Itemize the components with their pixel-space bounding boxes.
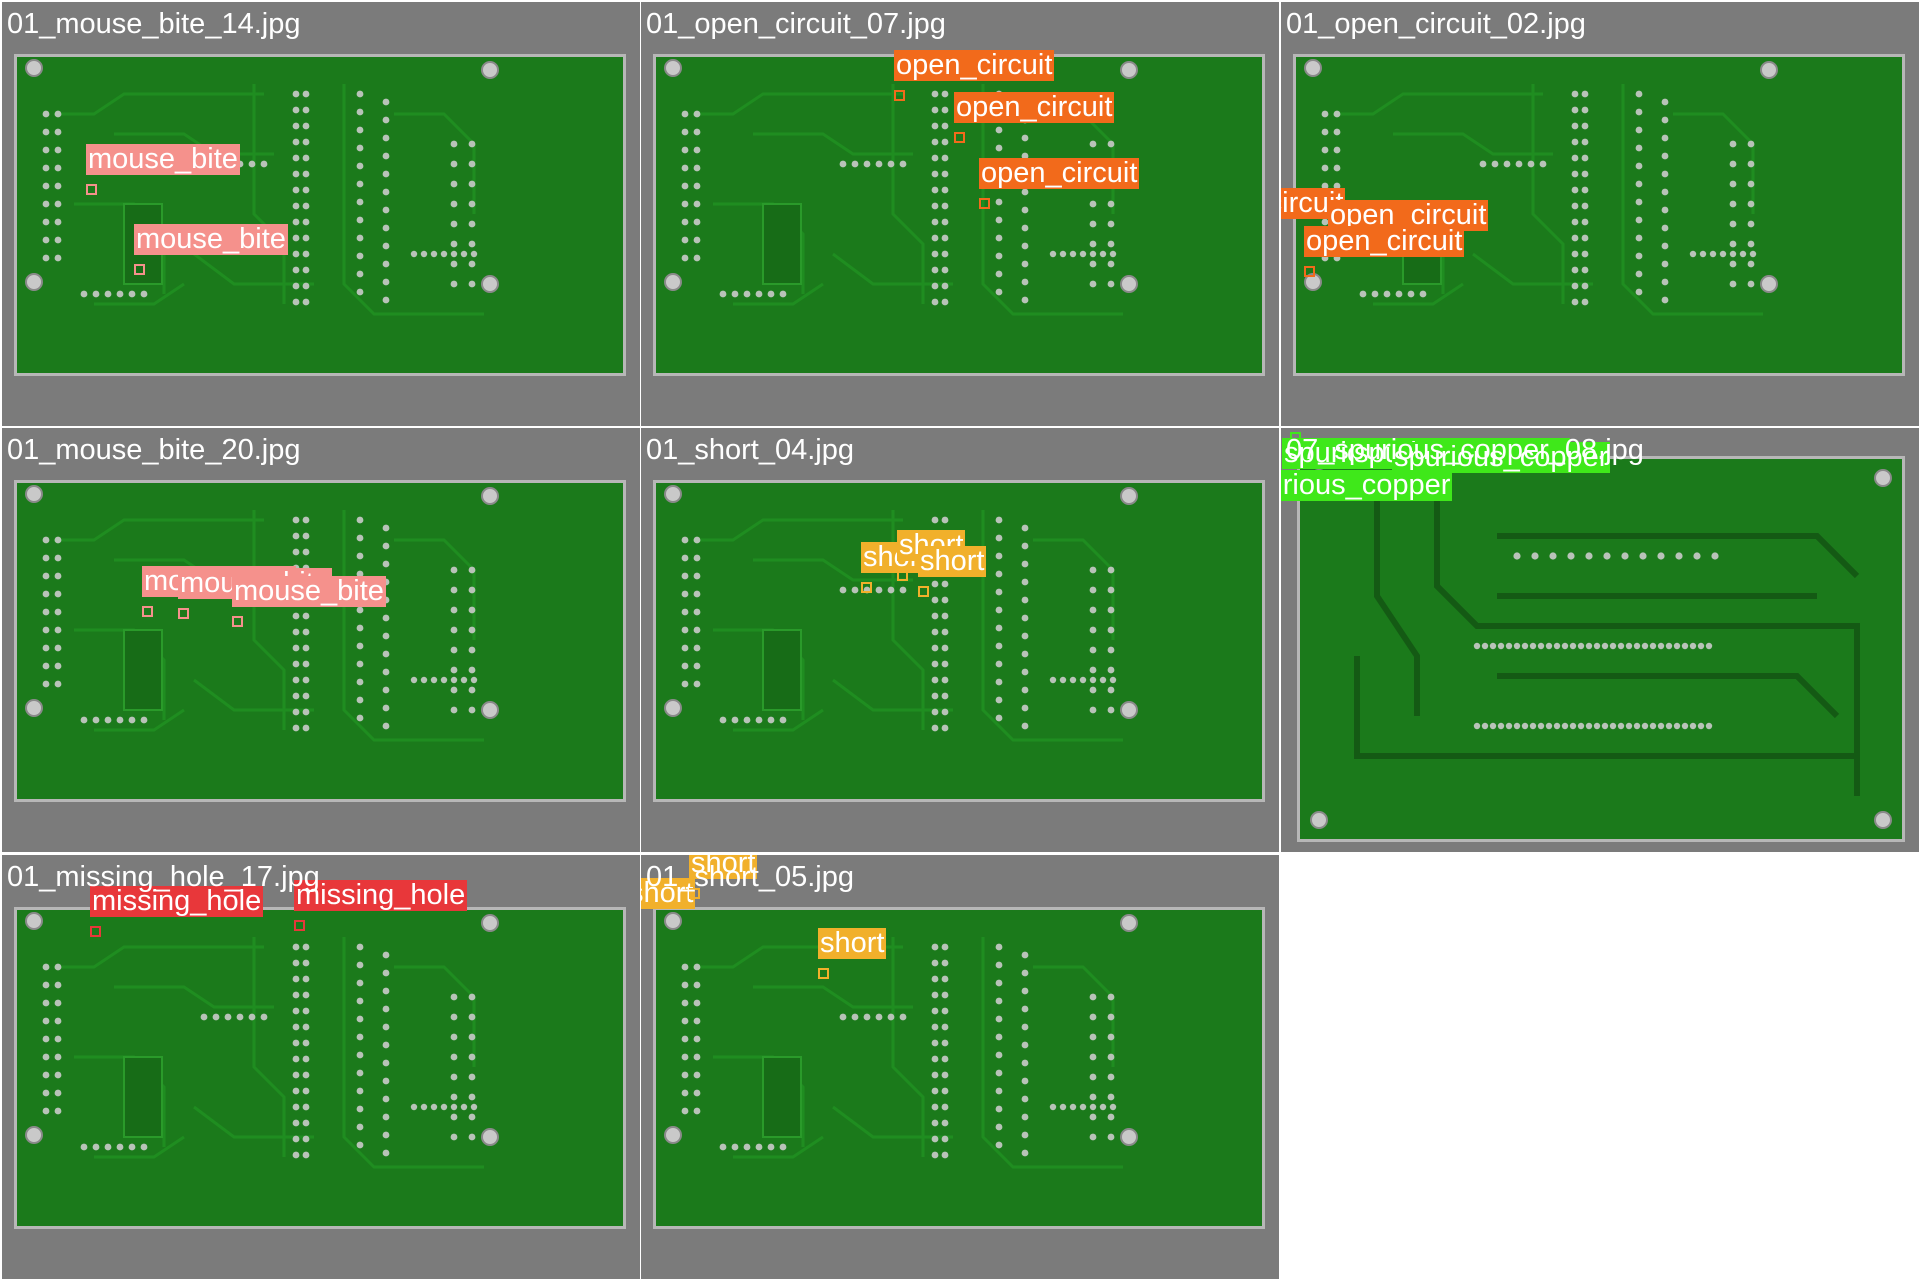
tile: 01_open_circuit_02.jpg open_circuitopen_c… — [1281, 2, 1919, 426]
detection-label: missing_hole — [90, 885, 264, 917]
bounding-box — [689, 888, 700, 899]
tile-title: 01_open_circuit_02.jpg — [1286, 8, 1586, 40]
pcb-board-image — [1293, 54, 1905, 376]
bounding-box — [294, 920, 305, 931]
pcb-board-image — [653, 907, 1265, 1229]
detection-label: open_circuit — [1304, 225, 1465, 257]
tile-title: 01_short_04.jpg — [646, 434, 854, 466]
bounding-box — [979, 198, 990, 209]
detection-label: short — [689, 855, 758, 879]
tile-title: 01_short_05.jpg — [646, 861, 854, 893]
detection-label: spurious_copper — [1281, 470, 1453, 501]
bounding-box — [178, 608, 189, 619]
detection-label: open_circuit — [894, 49, 1055, 81]
bounding-box — [818, 968, 829, 979]
tile-title: 07_spurious_copper_08.jpg — [1286, 434, 1644, 466]
detection-label: open_circuit — [1328, 199, 1489, 231]
bounding-box — [134, 264, 145, 275]
tile: 01_mouse_bite_14.jpg mouse_bite mouse_bite — [2, 2, 640, 426]
bounding-box — [232, 616, 243, 627]
detection-label: spurious_copper — [1392, 441, 1611, 473]
bounding-box — [861, 582, 872, 593]
tile-title: 01_mouse_bite_14.jpg — [7, 8, 301, 40]
detection-label: short — [818, 927, 887, 959]
detection-label: short — [918, 545, 987, 577]
pcb-board-image — [1297, 456, 1905, 842]
pcb-board-image — [14, 54, 626, 376]
bounding-box — [954, 132, 965, 143]
pcb-board-image — [653, 54, 1265, 376]
tile: 01_mouse_bite_20.jpgmouse_bitemouse_bite… — [2, 428, 640, 852]
tile-title: 01_open_circuit_07.jpg — [646, 8, 946, 40]
bounding-box — [90, 926, 101, 937]
pcb-board-image — [14, 480, 626, 802]
detection-label: open_circuit — [954, 91, 1115, 123]
tile-title: 01_missing_hole_17.jpg — [7, 861, 320, 893]
bounding-box — [86, 184, 97, 195]
pcb-board-image — [14, 907, 626, 1229]
detection-label: missing_hole — [294, 879, 468, 911]
detection-label: mouse_bite — [134, 223, 288, 255]
bounding-box — [1304, 266, 1315, 277]
detection-label: mouse_bite — [232, 575, 386, 607]
tile: 01_open_circuit_07.jpg open_circuit open_c… — [641, 2, 1279, 426]
bounding-box — [894, 90, 905, 101]
detection-label: mouse_bite — [86, 143, 240, 175]
tile-title: 01_mouse_bite_20.jpg — [7, 434, 301, 466]
bounding-box — [897, 570, 908, 581]
bounding-box — [142, 606, 153, 617]
bounding-box — [918, 586, 929, 597]
detection-label: short — [641, 878, 696, 909]
detection-label: open_circuit — [979, 157, 1140, 189]
